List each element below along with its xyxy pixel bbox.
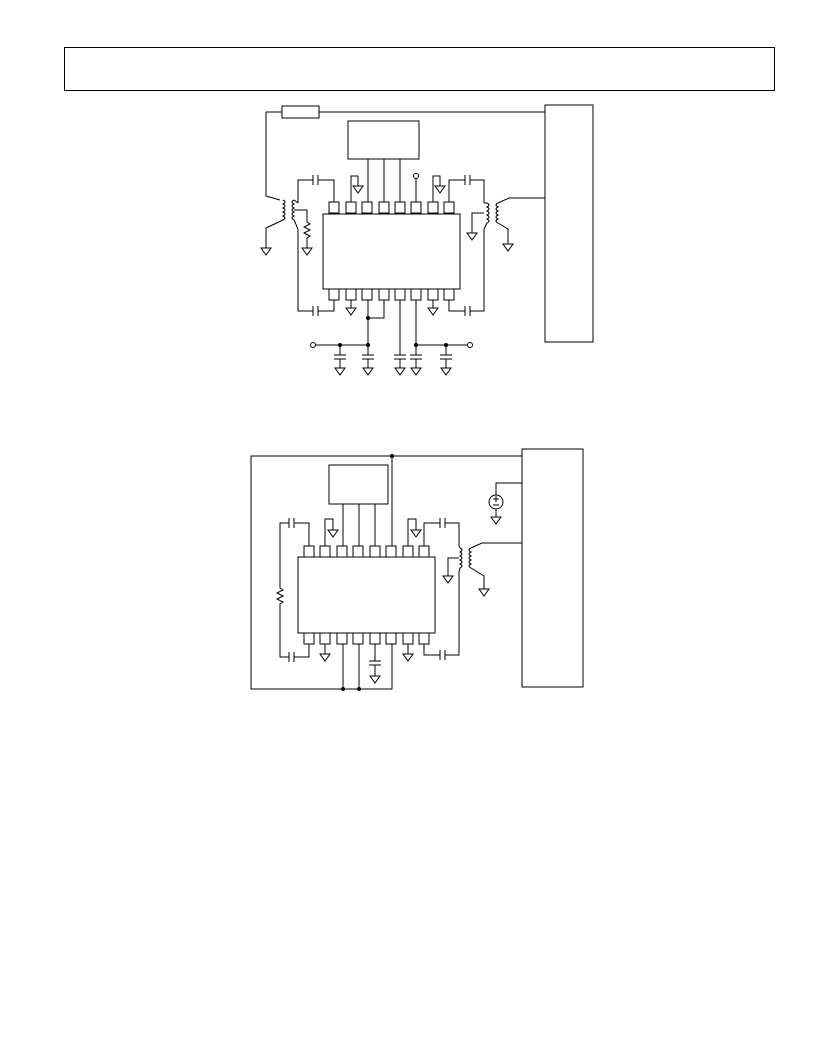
- coupling-capacitor: [288, 652, 295, 662]
- wire: [367, 159, 401, 202]
- ground-symbol: [442, 575, 454, 584]
- controller-block: [328, 464, 389, 505]
- ground-symbol: [427, 307, 439, 316]
- decoupling-capacitor: [369, 644, 381, 676]
- ic-body: [297, 556, 436, 634]
- transformer: [458, 542, 522, 597]
- circuit-1: [260, 104, 594, 376]
- ground-symbol: [369, 675, 381, 684]
- wire: [265, 111, 282, 201]
- supply-terminal: [467, 342, 473, 348]
- coupling-capacitor: [464, 175, 471, 185]
- ground-symbol: [345, 307, 357, 316]
- ic-bottom-pins: [328, 288, 455, 301]
- ground-symbol: [352, 185, 364, 194]
- ground-symbol: [410, 529, 422, 538]
- series-resistor: [281, 105, 320, 119]
- termination-resistor: [302, 221, 312, 248]
- coupling-capacitor: [439, 518, 446, 528]
- ground-symbol: [402, 653, 414, 662]
- coupling-capacitor: [439, 650, 446, 660]
- ground-symbol: [466, 232, 478, 241]
- ground-symbol: [327, 529, 339, 538]
- connector-block: [544, 104, 594, 343]
- transformer-right: [483, 197, 545, 252]
- controller-block: [347, 120, 420, 160]
- ic-body: [322, 213, 461, 290]
- ground-symbol: [434, 185, 446, 194]
- coupling-capacitor: [464, 306, 471, 316]
- coupling-capacitor: [312, 175, 319, 185]
- termination-resistor: [275, 587, 289, 658]
- transformer-left: [260, 199, 313, 256]
- voltage-source: [488, 482, 522, 525]
- ic-top-pins: [303, 545, 430, 558]
- circuit-2: [250, 448, 584, 691]
- decoupling-capacitors: [334, 345, 452, 376]
- coupling-capacitor: [288, 518, 295, 528]
- supply-terminal: [310, 342, 316, 348]
- ic-top-pins: [328, 201, 455, 214]
- connector-block: [521, 448, 584, 688]
- supply-terminal: [413, 173, 419, 179]
- ground-symbol: [319, 653, 331, 662]
- ic-bottom-pins: [303, 632, 430, 645]
- coupling-capacitor: [312, 306, 319, 316]
- header-box: [64, 47, 775, 91]
